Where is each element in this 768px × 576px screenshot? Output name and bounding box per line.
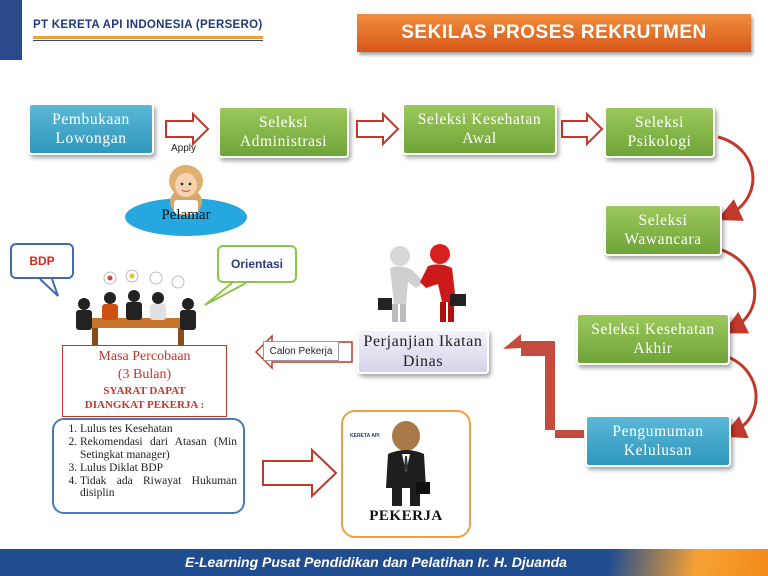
- requirement-item: Rekomendasi dari Atasan (Min Setingkat m…: [80, 436, 237, 462]
- header-underline: [33, 36, 263, 39]
- requirements-box: Lulus tes Kesehatan Rekomendasi dari Ata…: [52, 418, 245, 514]
- footer-swoosh: [610, 549, 768, 576]
- orientasi-callout: Orientasi: [217, 245, 297, 283]
- step-seleksi-administrasi: Seleksi Administrasi: [218, 106, 349, 158]
- apply-label: Apply: [171, 143, 197, 154]
- requirements-list: Lulus tes Kesehatan Rekomendasi dari Ata…: [62, 423, 237, 500]
- pelamar-figure-icon: [169, 165, 203, 216]
- elbow-arrow: [503, 334, 584, 438]
- requirement-item: Lulus Diklat BDP: [80, 462, 237, 475]
- masa-title-2: (3 Bulan): [117, 367, 172, 383]
- requirement-item: Lulus tes Kesehatan: [80, 423, 237, 436]
- syarat-line-1: SYARAT DAPAT: [103, 384, 186, 397]
- worker-figure-icon: [386, 421, 430, 506]
- curved-arrow-2: [721, 248, 757, 334]
- company-name: PT KERETA API INDONESIA (PERSERO): [33, 19, 263, 31]
- step-seleksi-psikologi: Seleksi Psikologi: [604, 106, 715, 158]
- step-pengumuman-kelulusan: Pengumuman Kelulusan: [585, 415, 731, 467]
- header-accent-bar: [0, 0, 22, 60]
- header-underline-thin: [33, 40, 263, 41]
- step-seleksi-kesehatan-akhir: Seleksi Kesehatan Akhir: [576, 313, 730, 365]
- page-title: SEKILAS PROSES REKRUTMEN: [357, 14, 751, 52]
- block-arrow-2: [356, 111, 400, 147]
- orientasi-tail: [204, 282, 247, 306]
- step-seleksi-wawancara: Seleksi Wawancara: [604, 204, 722, 256]
- requirement-item: Tidak ada Riwayat Hukuman disiplin: [80, 475, 237, 501]
- meeting-people-icon: [76, 269, 196, 346]
- footer-text: E-Learning Pusat Pendidikan dan Pelatiha…: [185, 554, 567, 570]
- syarat-line-2: DIANGKAT PEKERJA :: [84, 399, 205, 412]
- masa-title-1: Masa Percobaan: [98, 349, 191, 364]
- step-perjanjian-ikatan-dinas: Perjanjian Ikatan Dinas: [357, 329, 489, 374]
- step-pembukaan-lowongan: Pembukaan Lowongan: [28, 103, 154, 155]
- block-arrow-pekerja: [262, 447, 338, 499]
- bdp-callout: BDP: [10, 243, 74, 279]
- block-arrow-3: [561, 111, 604, 147]
- pekerja-label: PEKERJA: [369, 508, 443, 524]
- calon-pekerja-label: Calon Pekerja: [263, 341, 339, 361]
- step-seleksi-kesehatan-awal: Seleksi Kesehatan Awal: [402, 103, 557, 155]
- masa-percobaan-box: Masa Percobaan (3 Bulan) SYARAT DAPAT DI…: [62, 345, 227, 417]
- curved-arrow-1: [717, 135, 755, 221]
- kai-logo: KERETA API: [350, 433, 380, 439]
- curved-arrow-3: [722, 355, 758, 439]
- block-arrow-1: [165, 111, 210, 147]
- handshake-icon: [378, 244, 466, 322]
- bdp-tail: [39, 278, 59, 297]
- pelamar-label: Pelamar: [161, 207, 211, 223]
